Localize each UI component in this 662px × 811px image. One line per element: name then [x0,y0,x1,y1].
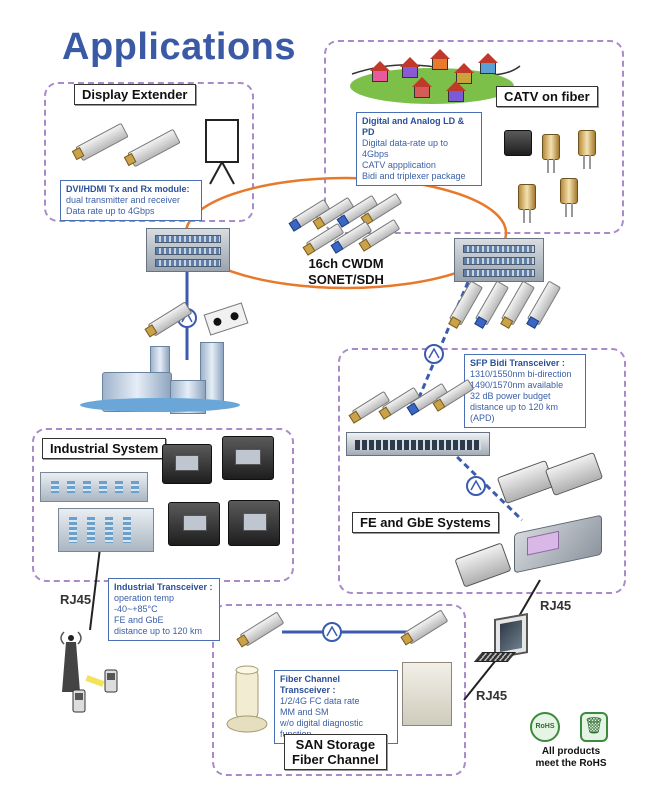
house-icon [412,77,432,98]
rj45-line-pc [463,659,497,701]
industrial-label: Industrial System [42,438,167,459]
san-label: SAN Storage Fiber Channel [284,734,387,770]
catv-land [350,68,514,104]
industrial-transceiver [162,444,212,484]
industrial-rail-device [58,508,154,552]
san-section [212,604,466,776]
fe-gbe-section [338,348,626,594]
link-icon-right [424,344,444,364]
projector-screen-icon [205,119,239,185]
rj45-line-industrial [89,547,101,631]
mobile-phone-icon [104,669,118,693]
right-rack [454,238,544,282]
weee-bin-icon: 🗑 [580,712,608,742]
fc-spec: Fiber Channel Transceiver : 1/2/4G FC da… [274,670,398,744]
rj45-line-converter [517,579,541,619]
catv-section [324,40,624,234]
rj45-label-converter: RJ45 [540,598,572,613]
page-title: Applications [62,26,297,68]
industrial-transceiver [222,436,274,480]
ethernet-switch [346,432,490,456]
link-icon-san [322,622,342,642]
laser-diode-1 [542,134,560,173]
catv-spec: Digital and Analog LD & PD Digital data-… [356,112,482,186]
display-extender-spec: DVI/HDMI Tx and Rx module: dual transmit… [60,180,202,221]
house-icon [370,61,390,82]
display-extender-section [44,82,254,222]
mobile-phone-icon [72,689,86,713]
server-tower [402,662,452,726]
house-icon [430,49,450,70]
rj45-label-pc: RJ45 [476,688,508,703]
link-switch-converter [448,448,524,522]
industrial-rail-device [40,472,148,502]
display-extender-label: Display Extender [74,84,196,105]
wireless-tower-icon [60,631,82,692]
house-icon [400,57,420,78]
cwdm-label: 16ch CWDM SONET/SDH [308,256,384,287]
house-icon [446,81,466,102]
catv-receptacle [504,130,532,156]
house-icon [478,53,498,74]
building [80,398,240,412]
rohs-statement: All products meet the RoHS [535,746,607,769]
laser-diode-2 [578,130,596,169]
left-rack [146,228,230,272]
industrial-transceiver [168,502,220,546]
industrial-transceiver [228,500,280,546]
laser-diode-4 [560,178,578,217]
industrial-spec: Industrial Transceiver : operation temp … [108,578,220,641]
fe-gbe-label: FE and GbE Systems [352,512,499,533]
rj45-label-industrial: RJ45 [60,592,92,607]
sfp-bidi-spec: SFP Bidi Transceiver : 1310/1550nm bi-di… [464,354,586,428]
rohs-badge-icon: RoHS [530,712,560,742]
catv-label: CATV on fiber [496,86,598,107]
link-icon-fe [466,476,486,496]
storage-array-icon [226,665,268,733]
laser-diode-3 [518,184,536,223]
